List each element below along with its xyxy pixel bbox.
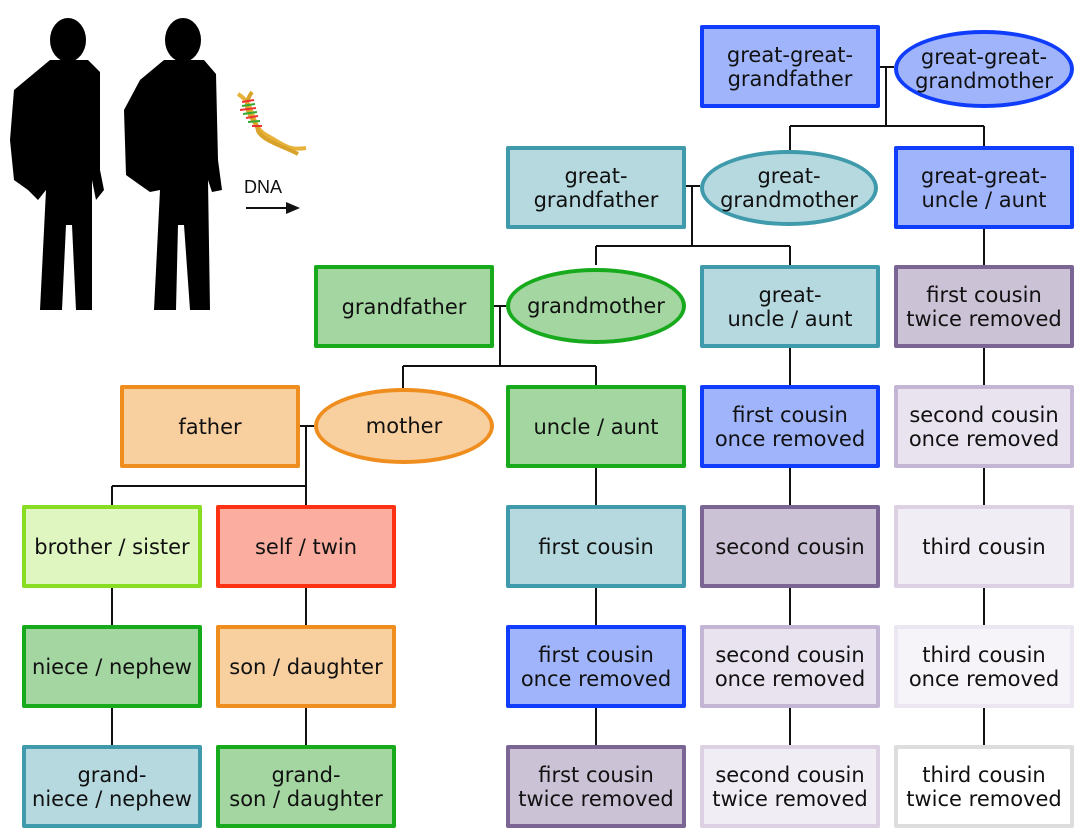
node-grandfather: grandfather <box>314 265 494 348</box>
node-grandmother: grandmother <box>506 268 686 344</box>
node-first-cousin-once-removed: first cousin once removed <box>506 625 686 708</box>
node-father: father <box>120 385 300 468</box>
node-great-grandfather: great- grandfather <box>506 146 686 229</box>
node-great-uncle-aunt: great- uncle / aunt <box>700 265 880 348</box>
arrow-right-icon <box>246 202 300 214</box>
dna-label: DNA <box>244 177 283 197</box>
node-mother: mother <box>314 388 494 464</box>
node-great-great-grandmother: great-great- grandmother <box>894 30 1074 108</box>
node-brother-sister: brother / sister <box>22 505 202 588</box>
node-grandson-daughter: grand- son / daughter <box>216 745 396 828</box>
node-second-cousin: second cousin <box>700 505 880 588</box>
node-second-cousin-once-removed: second cousin once removed <box>700 625 880 708</box>
node-great-great-grandfather: great-great- grandfather <box>700 25 880 108</box>
node-second-cousin-once-removed: second cousin once removed <box>894 385 1074 468</box>
node-first-cousin-once-removed: first cousin once removed <box>700 385 880 468</box>
silhouettes-icon <box>10 18 222 310</box>
node-uncle-aunt: uncle / aunt <box>506 385 686 468</box>
node-first-cousin: first cousin <box>506 505 686 588</box>
node-first-cousin-twice-removed: first cousin twice removed <box>894 265 1074 348</box>
node-self-twin: self / twin <box>216 505 396 588</box>
node-great-great-uncle-aunt: great-great- uncle / aunt <box>894 146 1074 229</box>
node-third-cousin-once-removed: third cousin once removed <box>894 625 1074 708</box>
node-son-daughter: son / daughter <box>216 625 396 708</box>
node-grandniece-nephew: grand- niece / nephew <box>22 745 202 828</box>
dna-helix-icon <box>236 90 307 156</box>
node-niece-nephew: niece / nephew <box>22 625 202 708</box>
node-great-grandmother: great- grandmother <box>700 150 878 226</box>
node-third-cousin-twice-removed: third cousin twice removed <box>894 745 1074 828</box>
node-third-cousin: third cousin <box>894 505 1074 588</box>
node-second-cousin-twice-removed: second cousin twice removed <box>700 745 880 828</box>
node-first-cousin-twice-removed: first cousin twice removed <box>506 745 686 828</box>
